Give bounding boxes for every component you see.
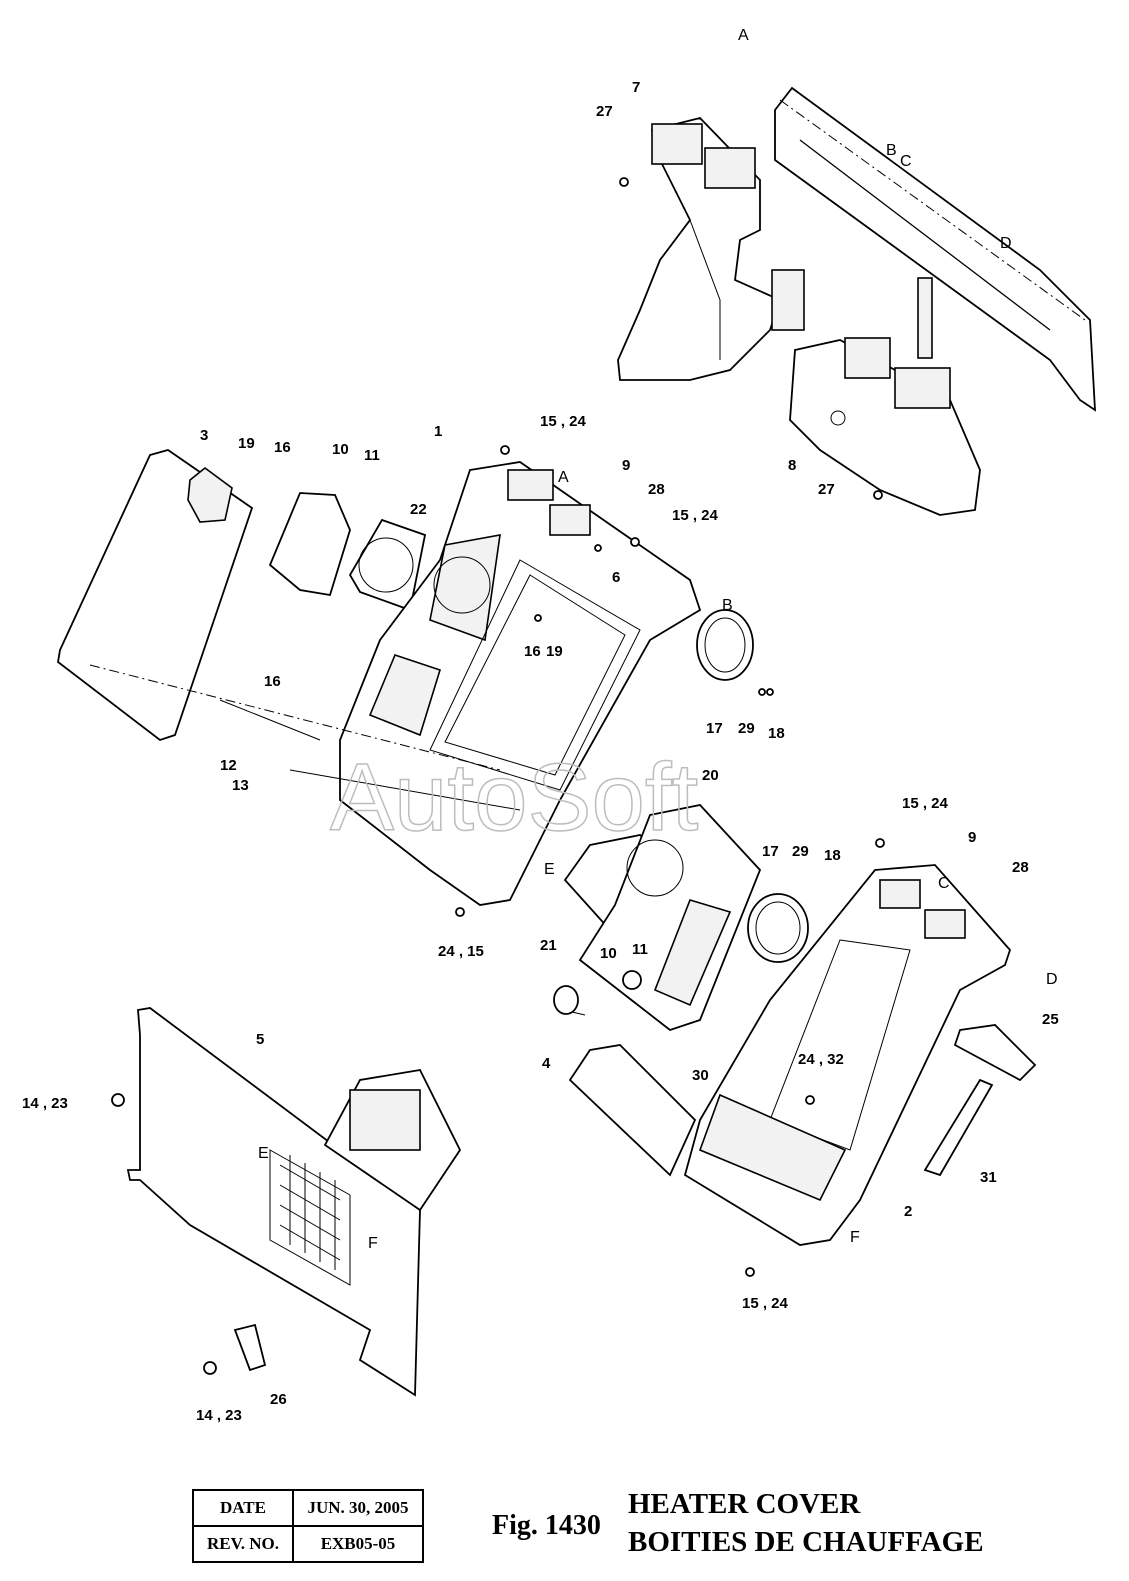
glovebox-door-part-4	[568, 1044, 697, 1177]
callout-9-a: 9	[622, 457, 630, 474]
rev-label: REV. NO.	[192, 1525, 294, 1563]
callout-31: 31	[980, 1169, 997, 1186]
callout-E-low: E	[258, 1145, 269, 1162]
callout-4: 4	[542, 1055, 551, 1072]
callout-29-a: 29	[738, 720, 755, 737]
callout-B-top: B	[886, 142, 897, 159]
callout-25: 25	[1042, 1011, 1059, 1028]
callout-19-b: 19	[546, 643, 563, 660]
door-panel-part-3	[57, 449, 254, 742]
fasteners	[455, 177, 885, 1277]
callout-29-b: 29	[792, 843, 809, 860]
callout-30: 30	[692, 1067, 709, 1084]
callout-B-mid: B	[722, 597, 733, 614]
callout-11-b: 11	[632, 941, 648, 958]
callout-7: 7	[632, 79, 640, 96]
callout-28-a: 28	[648, 481, 665, 498]
callout-D-mid: D	[1046, 971, 1058, 988]
callout-16-a: 16	[274, 439, 291, 456]
callout-15-24-c: 15 , 24	[902, 795, 949, 812]
rev-value: EXB05-05	[292, 1525, 424, 1563]
callout-18-b: 18	[824, 847, 841, 864]
callout-15-24-d: 15 , 24	[742, 1295, 789, 1312]
upper-duct-frame	[774, 86, 1096, 412]
callout-8: 8	[788, 457, 796, 474]
callout-6: 6	[612, 569, 620, 586]
leader-lines-left	[89, 664, 521, 811]
callout-E-mid: E	[544, 861, 555, 878]
callout-3: 3	[200, 427, 208, 444]
figure-title-french: BOITIES DE CHAUFFAGE	[628, 1526, 984, 1558]
date-label: DATE	[192, 1489, 294, 1527]
callout-18-a: 18	[768, 725, 785, 742]
callout-C-top: C	[900, 153, 912, 170]
callout-15-24-b: 15 , 24	[672, 507, 719, 524]
main-cover-part-2	[683, 864, 1012, 1246]
callout-A-mid: A	[558, 469, 569, 486]
frame-part-20	[578, 804, 762, 1032]
speaker-ring-part-17-a	[696, 609, 754, 681]
filter-part-25	[953, 1024, 1037, 1082]
callout-11-a: 11	[364, 447, 380, 464]
callout-16-b: 16	[524, 643, 541, 660]
shield-part-5	[111, 1007, 462, 1397]
callout-2: 2	[904, 1203, 912, 1220]
callout-D-top: D	[1000, 235, 1012, 252]
callout-26: 26	[270, 1391, 287, 1408]
date-value: JUN. 30, 2005	[292, 1489, 424, 1527]
clip-part-21	[553, 985, 586, 1016]
callout-C-mid: C	[938, 875, 950, 892]
callout-12: 12	[220, 757, 237, 774]
figure-title-english: HEATER COVER	[628, 1488, 861, 1520]
callout-27-mid: 27	[818, 481, 835, 498]
callout-20: 20	[702, 767, 719, 784]
callout-F-right: F	[850, 1229, 860, 1246]
cover-part-10-left	[268, 492, 351, 597]
strip-part-31	[923, 1078, 994, 1177]
callout-15-24-a: 15 , 24	[540, 413, 587, 430]
callout-labels: A 7 27 B C D 8 27 3 19 16 10 11 1 15 , 2…	[22, 27, 1059, 1424]
callout-10-a: 10	[332, 441, 349, 458]
callout-13: 13	[232, 777, 249, 794]
callout-14-23-b: 14 , 23	[196, 1407, 242, 1424]
callout-24-15: 24 , 15	[438, 943, 484, 960]
speaker-ring-part-17-b	[747, 893, 809, 963]
callout-17-a: 17	[706, 720, 723, 737]
callout-27-top: 27	[596, 103, 613, 120]
right-duct-part-8	[789, 337, 981, 516]
callout-16-c: 16	[264, 673, 281, 690]
callout-17-b: 17	[762, 843, 779, 860]
callout-28-b: 28	[1012, 859, 1029, 876]
callout-A-top: A	[738, 27, 749, 44]
callout-10-b: 10	[600, 945, 617, 962]
callout-21: 21	[540, 937, 557, 954]
callout-F-low: F	[368, 1235, 378, 1252]
callout-19-a: 19	[238, 435, 255, 452]
ring-part-11-left	[348, 518, 427, 612]
callout-9-b: 9	[968, 829, 976, 846]
callout-22: 22	[410, 501, 427, 518]
callout-5: 5	[256, 1031, 264, 1048]
revision-title-block: DATE JUN. 30, 2005 REV. NO. EXB05-05	[192, 1489, 424, 1563]
exploded-parts-drawing: AutoSoft A 7 27 B C D 8 27 3 19 16 10 11…	[22, 27, 1096, 1424]
left-duct-part-7	[617, 117, 805, 381]
callout-14-23-a: 14 , 23	[22, 1095, 68, 1112]
callout-1: 1	[434, 423, 442, 440]
callout-24-32: 24 , 32	[798, 1051, 844, 1068]
watermark-text: AutoSoft	[330, 744, 698, 851]
figure-number: Fig. 1430	[492, 1510, 601, 1541]
